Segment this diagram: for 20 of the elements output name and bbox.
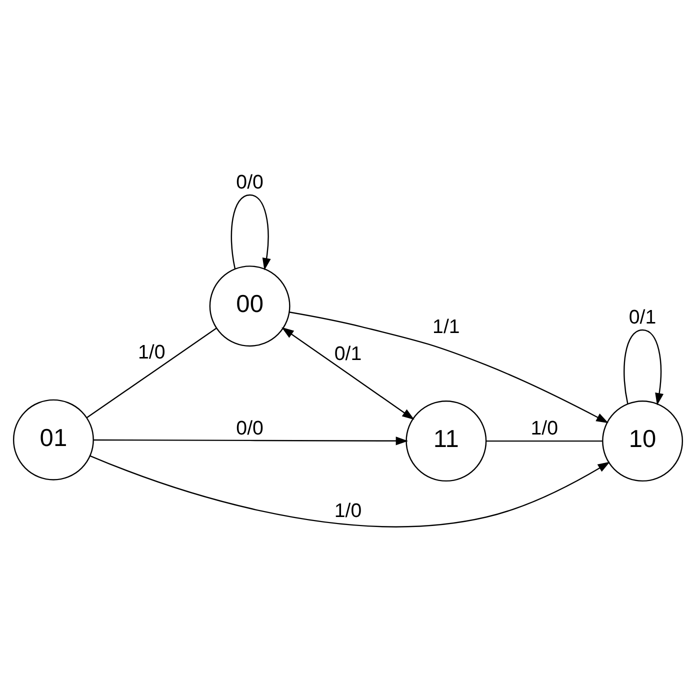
arrow [90,455,610,528]
edge-label: 1/0 [334,500,362,522]
node-circle: 01 [12,399,94,480]
arrow [282,327,414,420]
edge-label: 0/0 [236,172,264,194]
node-circle: 00 [209,266,290,347]
connector [86,328,217,418]
node-circle: 10 [602,400,684,482]
edge-label: 0/0 [236,418,264,440]
edge-label: 1/0 [138,342,166,364]
arrow [624,329,664,406]
edge-label: 1/0 [530,418,558,440]
arrow [289,312,609,424]
connector [486,440,603,442]
node-circle: 11 [406,400,487,482]
edge-label: 1/1 [432,316,460,338]
edge-label: 0/1 [628,306,656,329]
arrow [230,194,271,270]
arrow [94,436,408,446]
edge-label: 0/1 [334,342,362,365]
